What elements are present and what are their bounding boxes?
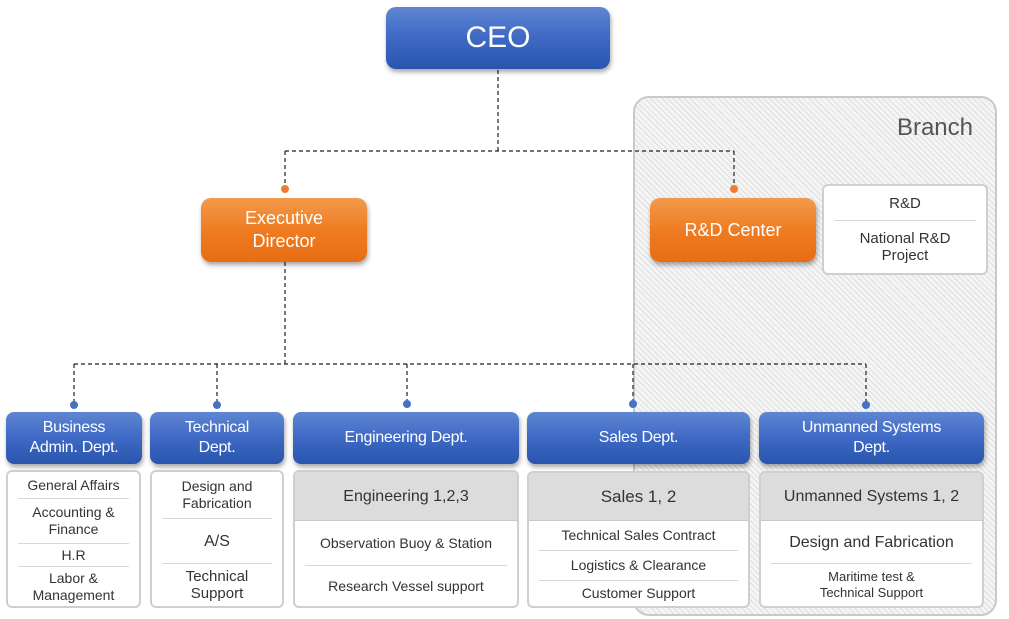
rnd-center-box[interactable]: R&D Center — [650, 198, 816, 262]
national-rnd-item: National R&D Project — [859, 230, 951, 264]
list-item: General Affairs — [27, 476, 120, 493]
list-item: A/S — [204, 532, 230, 550]
dot-technical — [213, 401, 221, 409]
dept-label: Sales Dept. — [598, 429, 679, 446]
list-item: Accounting &Finance — [32, 504, 115, 537]
dept-label-1: Technical — [184, 419, 249, 436]
divider — [834, 220, 976, 221]
dept-business-admin[interactable]: Business Admin. Dept. — [6, 412, 142, 464]
list-item: Observation Buoy & Station — [320, 534, 492, 551]
dept-label: Engineering Dept. — [344, 429, 468, 446]
dot-sales — [629, 400, 637, 408]
list-item: Research Vessel support — [328, 577, 484, 594]
dept-sales[interactable]: Sales Dept. — [527, 412, 750, 464]
dept-engineering[interactable]: Engineering Dept. — [293, 412, 519, 464]
executive-director-label-2: Director — [252, 231, 316, 251]
executive-director-box[interactable]: Executive Director — [201, 198, 367, 262]
branch-label: Branch — [896, 114, 973, 141]
dot-business — [70, 401, 78, 409]
dept-label-2: Dept. — [198, 439, 236, 456]
list-item: Design and Fabrication — [789, 533, 954, 551]
dept-label-2: Admin. Dept. — [29, 439, 119, 456]
dept-label-1: Unmanned Systems — [801, 419, 942, 436]
rnd-item: R&D — [889, 194, 921, 212]
dept-label-1: Business — [42, 419, 106, 436]
ceo-box[interactable]: CEO — [386, 7, 610, 69]
engineering-card: Engineering 1,2,3 Observation Buoy & Sta… — [293, 470, 519, 608]
dot-engineering — [403, 400, 411, 408]
list-item: Labor &Management — [32, 569, 115, 603]
dot-rnd — [730, 185, 738, 193]
sales-sub-header: Sales 1, 2 — [529, 473, 748, 521]
unmanned-card: Unmanned Systems 1, 2 Design and Fabrica… — [759, 471, 984, 608]
executive-director-label-1: Executive — [244, 208, 324, 228]
unmanned-sub-header: Unmanned Systems 1, 2 — [761, 473, 982, 521]
business-admin-card: General Affairs Accounting &Finance H.R … — [6, 470, 141, 608]
dot-exec — [281, 185, 289, 193]
list-item: Maritime test &Technical Support — [819, 569, 924, 600]
dept-unmanned-systems[interactable]: Unmanned Systems Dept. — [759, 412, 984, 464]
dept-technical[interactable]: Technical Dept. — [150, 412, 284, 464]
dot-unmanned — [862, 401, 870, 409]
list-item: Customer Support — [581, 585, 696, 601]
sales-card: Sales 1, 2 Technical Sales Contract Logi… — [527, 471, 750, 608]
ceo-label: CEO — [465, 21, 531, 54]
engineering-sub-header: Engineering 1,2,3 — [295, 472, 517, 521]
list-item: H.R — [61, 546, 86, 563]
dept-label-2: Dept. — [853, 439, 890, 456]
rnd-center-label: R&D Center — [684, 219, 782, 240]
rnd-center-card: R&D National R&D Project — [822, 184, 988, 275]
list-item: Logistics & Clearance — [570, 557, 707, 573]
list-item: Technical Sales Contract — [561, 527, 716, 543]
